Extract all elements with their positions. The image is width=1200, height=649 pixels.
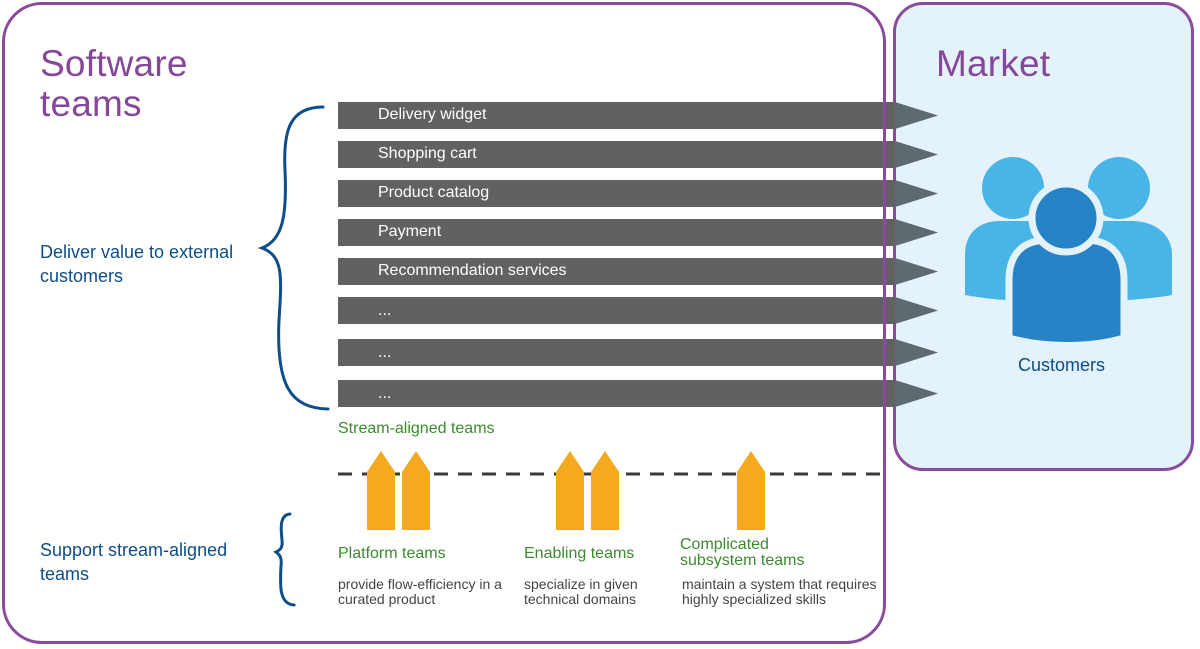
support-arrow-up xyxy=(556,451,584,530)
software-teams-panel xyxy=(2,2,886,644)
stream-arrow xyxy=(338,380,895,407)
platform-teams-desc: provide flow-efficiency in a curated pro… xyxy=(338,576,502,607)
support-arrow-up xyxy=(591,451,619,530)
stream-arrow xyxy=(338,297,895,324)
stream-arrow-tip xyxy=(895,258,938,285)
stream-label: ... xyxy=(378,385,392,402)
enabling-teams-desc: specialize in given technical domains xyxy=(524,576,638,607)
stream-aligned-label: Stream-aligned teams xyxy=(338,420,495,437)
stream-arrow-tip xyxy=(895,141,938,168)
support-arrow-up xyxy=(737,451,765,530)
stream-arrow-tip xyxy=(895,180,938,207)
stream-arrow-tip xyxy=(895,219,938,246)
stream-label: ... xyxy=(378,302,392,319)
stream-label: Payment xyxy=(378,223,442,240)
deliver-brace-icon xyxy=(257,105,330,411)
stream-arrow xyxy=(338,258,895,285)
stream-arrow xyxy=(338,219,895,246)
complicated-subsystem-teams-desc: maintain a system that requires highly s… xyxy=(682,576,877,607)
stream-arrow-tip xyxy=(895,339,938,366)
stream-arrow xyxy=(338,339,895,366)
stream-arrow xyxy=(338,180,895,207)
stream-arrow xyxy=(338,102,895,129)
stream-arrow xyxy=(338,141,895,168)
enabling-teams-title: Enabling teams xyxy=(524,545,635,562)
support-arrow-up xyxy=(367,451,395,530)
support-arrow-up xyxy=(402,451,430,530)
customers-users-icon xyxy=(965,157,1172,349)
stream-label: Recommendation services xyxy=(378,262,567,279)
support-arrows xyxy=(367,451,765,530)
stream-label: ... xyxy=(378,344,392,361)
stream-arrow-tip xyxy=(895,380,938,407)
support-label: Support stream-aligned teams xyxy=(40,540,228,584)
customers-label: Customers xyxy=(1018,355,1106,375)
software-teams-title: Software teams xyxy=(40,43,188,124)
stream-arrow-tip xyxy=(895,297,938,324)
support-brace-icon xyxy=(273,512,296,607)
deliver-value-label: Deliver value to external customers xyxy=(40,242,234,286)
stream-arrows xyxy=(338,102,938,407)
stream-label: Shopping cart xyxy=(378,145,477,162)
market-title: Market xyxy=(936,43,1051,84)
stream-label: Delivery widget xyxy=(378,106,487,123)
stream-label: Product catalog xyxy=(378,184,490,201)
platform-teams-title: Platform teams xyxy=(338,545,446,562)
complicated-subsystem-teams-title: Complicated subsystem teams xyxy=(680,536,805,569)
stream-arrow-tip xyxy=(895,102,938,129)
